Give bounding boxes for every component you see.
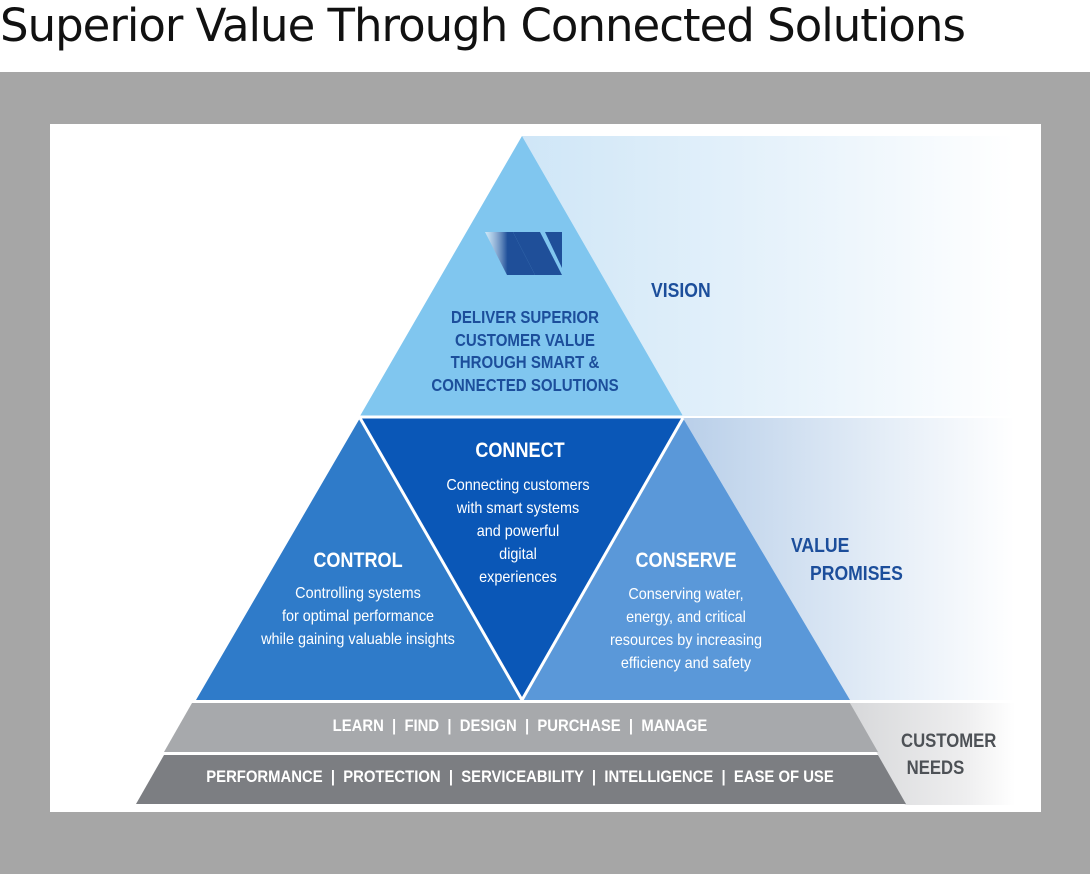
vision-line: DELIVER SUPERIOR bbox=[450, 307, 600, 327]
connect-heading: CONNECT bbox=[475, 439, 565, 462]
customer-needs-bar-1 bbox=[164, 703, 878, 752]
vision-line: CONNECTED SOLUTIONS bbox=[431, 374, 619, 395]
connect-line: and powerful bbox=[476, 523, 560, 540]
connect-line: Connecting customers bbox=[446, 477, 590, 494]
customer-needs-bar-2 bbox=[136, 755, 906, 804]
customer-needs-label: CUSTOMER NEEDS bbox=[901, 728, 996, 782]
vision-band bbox=[522, 136, 1015, 416]
vision-statement: DELIVER SUPERIOR CUSTOMER VALUE THROUGH … bbox=[426, 306, 624, 396]
control-triangle bbox=[196, 418, 522, 700]
vision-line: CUSTOMER VALUE bbox=[455, 329, 595, 350]
conserve-description: Conserving water, energy, and critical r… bbox=[587, 583, 785, 675]
customer-needs-line: NEEDS bbox=[906, 758, 965, 779]
conserve-heading: CONSERVE bbox=[635, 549, 737, 572]
value-promises-band bbox=[683, 418, 1015, 700]
control-description: Controlling systems for optimal performa… bbox=[241, 582, 475, 651]
control-line: Controlling systems bbox=[295, 585, 421, 602]
customer-needs-bar-1-text: LEARN | FIND | DESIGN | PURCHASE | MANAG… bbox=[332, 717, 708, 735]
connect-line: experiences bbox=[479, 569, 557, 586]
connect-line: with smart systems bbox=[456, 500, 580, 517]
company-logo-icon bbox=[485, 232, 562, 275]
conserve-line: energy, and critical bbox=[626, 609, 746, 626]
conserve-line: Conserving water, bbox=[628, 586, 744, 603]
page-title: Superior Value Through Connected Solutio… bbox=[0, 0, 966, 52]
control-line: while gaining valuable insights bbox=[261, 631, 455, 648]
control-line: for optimal performance bbox=[281, 608, 435, 625]
connect-triangle bbox=[360, 418, 683, 700]
customer-needs-bar-2-text: PERFORMANCE | PROTECTION | SERVICEABILIT… bbox=[206, 768, 834, 786]
conserve-line: resources by increasing bbox=[609, 632, 763, 649]
value-promises-label-line1: VALUE bbox=[791, 535, 850, 557]
customer-needs-line: CUSTOMER bbox=[901, 731, 997, 752]
connect-description: Connecting customers with smart systems … bbox=[428, 474, 608, 589]
vision-line: THROUGH SMART & bbox=[450, 352, 600, 372]
connect-line: digital bbox=[499, 546, 537, 563]
vision-label: VISION bbox=[651, 280, 711, 302]
conserve-line: efficiency and safety bbox=[620, 655, 752, 672]
control-heading: CONTROL bbox=[313, 549, 403, 572]
vision-triangle bbox=[360, 136, 683, 416]
value-promises-label-line2: PROMISES bbox=[810, 563, 903, 585]
conserve-triangle bbox=[522, 418, 850, 700]
